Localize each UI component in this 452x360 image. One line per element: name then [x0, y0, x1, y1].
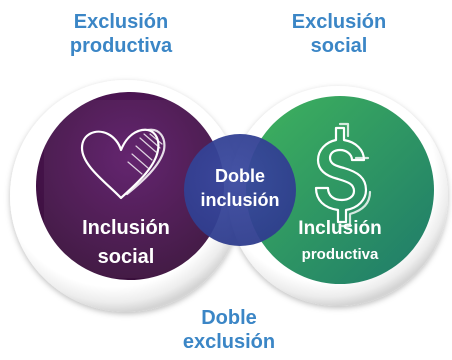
right-inclusion-circle [246, 96, 434, 284]
label-doble-exclusion-line2: exclusión [182, 331, 276, 353]
center-circle-label-line2: inclusión [200, 190, 279, 210]
label-doble-exclusion: Doble exclusión [154, 306, 304, 354]
right-circle-label-line1: Inclusión [298, 218, 381, 239]
center-double-inclusion-circle [184, 134, 296, 246]
label-exclusion-productiva: Exclusión productiva [46, 10, 196, 58]
left-circle-label-line1: Inclusión [82, 217, 170, 239]
left-circle-label-line2: social [98, 246, 155, 268]
label-exclusion-productiva-line2: productiva [69, 35, 173, 57]
label-doble-exclusion-line1: Doble [201, 307, 257, 329]
label-exclusion-social-line1: Exclusión [291, 11, 387, 33]
label-exclusion-productiva-line1: Exclusión [73, 11, 169, 33]
right-circle-label-line2: productiva [302, 246, 379, 263]
center-circle-label-line1: Doble [215, 166, 265, 186]
label-exclusion-social: Exclusión social [264, 10, 414, 58]
heart-icon [80, 128, 166, 200]
label-exclusion-social-line2: social [310, 35, 368, 57]
dollar-icon [314, 122, 372, 228]
